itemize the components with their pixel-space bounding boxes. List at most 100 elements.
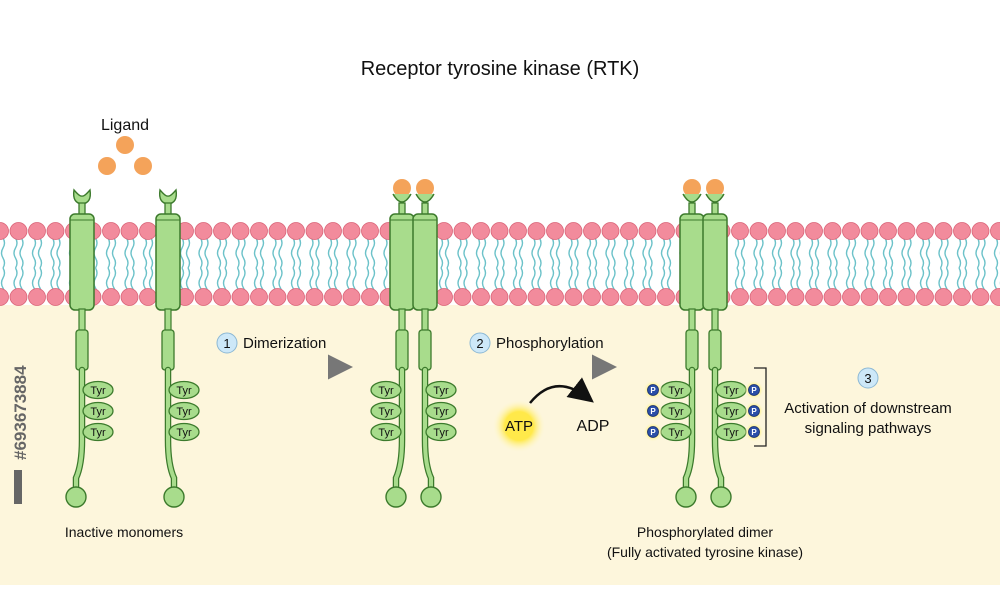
lipid-head [269,289,286,306]
lipid-head [232,289,249,306]
lipid-head [528,223,545,240]
lipid-head [750,223,767,240]
binding-cup [706,194,724,202]
lipid-head [436,289,453,306]
lipid-tail [631,238,634,268]
lipid-tail [446,238,449,268]
free-ligands [98,136,152,175]
adp-label: ADP [577,418,610,435]
tyr-label: Tyr [378,406,394,418]
lipid-head [787,289,804,306]
tyrosine-residue: Tyr [371,403,401,420]
tyr-label: Tyr [176,406,192,418]
lipid-tail [816,238,819,268]
binding-cup [74,190,91,204]
tyr-label: Tyr [433,385,449,397]
juxtamembrane-stalk [422,309,428,331]
lipid-tail [575,238,578,268]
lipid-tail [39,238,42,268]
lipid-tail [902,238,905,268]
tyrosine-residue: Tyr [371,424,401,441]
caption-dimer: Phosphorylated dimer [637,524,774,540]
lipid-head [954,223,971,240]
tyrosine-residue: Tyr [169,424,199,441]
phosphate-label: P [650,407,656,416]
tyr-label: Tyr [668,385,684,397]
lipid-tail [828,238,831,268]
lipid-tail [279,238,282,268]
lipid-head [565,289,582,306]
atp-label: ATP [505,418,533,435]
lipid-tail [569,238,572,268]
lipid-head [29,289,46,306]
lipid-tail [310,238,313,268]
phosphate-label: P [650,386,656,395]
tyr-label: Tyr [668,427,684,439]
lipid-tail [514,238,517,268]
lipid-head [491,223,508,240]
lipid-head [639,223,656,240]
lipid-tail [57,238,60,268]
lipid-tail [834,238,837,268]
lipid-head [880,223,897,240]
step-label-line2: signaling pathways [805,420,932,437]
lipid-tail [865,238,868,268]
lipid-tail [668,238,671,268]
lipid-head [251,289,268,306]
lipid-tail [612,238,615,268]
lipid-head [0,223,9,240]
lipid-head [991,289,1000,306]
juxtamembrane-stalk [79,309,85,331]
lipid-tail [779,238,782,268]
lipid-head [639,289,656,306]
lipid-head [750,289,767,306]
lipid-head [898,289,915,306]
tyr-label: Tyr [90,427,106,439]
tyr-label: Tyr [433,427,449,439]
lipid-tail [736,238,739,268]
lipid-head [362,289,379,306]
lipid-tail [464,238,467,268]
lipid-head [621,289,638,306]
lipid-head [510,289,527,306]
kinase-domain [686,330,698,370]
tyr-label: Tyr [176,427,192,439]
lipid-head [917,289,934,306]
kinase-domain [396,330,408,370]
lipid-head [232,223,249,240]
lipid-tail [606,238,609,268]
tail-end-knob [164,487,184,507]
lipid-tail [908,238,911,268]
lipid-tail [131,238,134,268]
lipid-tail [939,238,942,268]
lipid-head [29,223,46,240]
tyrosine-residue: Tyr [371,382,401,399]
lipid-head [0,289,9,306]
lipid-head [861,223,878,240]
lipid-head [103,289,120,306]
lipid-tail [594,238,597,268]
phosphate-label: P [751,386,757,395]
lipid-head [288,289,305,306]
lipid-tail [347,238,350,268]
lipid-tail [353,238,356,268]
lipid-tail [760,238,763,268]
tyrosine-residue: Tyr [83,424,113,441]
tyr-label: Tyr [723,406,739,418]
tyr-label: Tyr [668,406,684,418]
lipid-tail [261,238,264,268]
step-number: 2 [476,336,483,351]
lipid-head [917,223,934,240]
lipid-head [935,223,952,240]
lipid-tail [20,238,23,268]
lipid-head [972,223,989,240]
lipid-tail [51,238,54,268]
tail-end-knob [711,487,731,507]
lipid-head [547,223,564,240]
lipid-head [343,289,360,306]
lipid-tail [532,238,535,268]
ligand-molecule [134,157,152,175]
lipid-head [602,223,619,240]
